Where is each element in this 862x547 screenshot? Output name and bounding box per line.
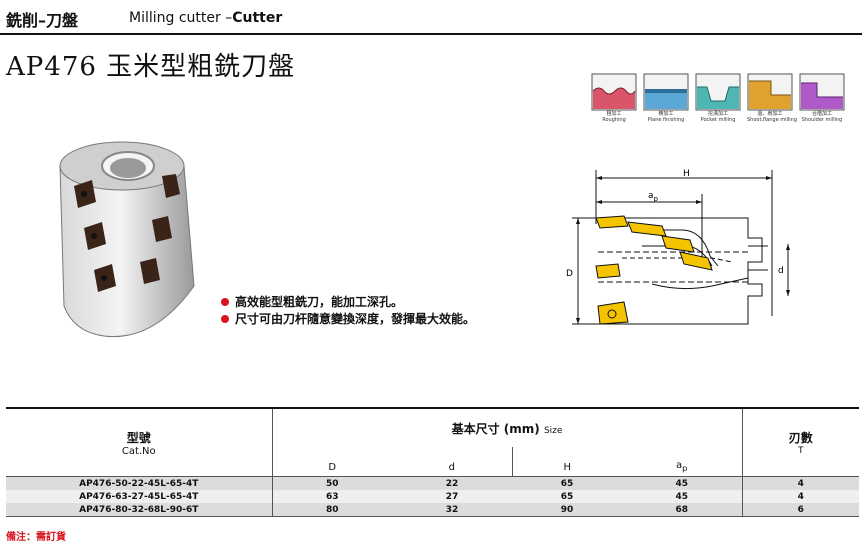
cell-d: 22 — [392, 476, 512, 490]
dim-d-label: d — [778, 266, 784, 276]
cell-cat: AP476-80-32-68L-90-6T — [6, 503, 273, 517]
op-label: 台階加工 — [811, 111, 832, 117]
bullet-icon — [221, 297, 229, 306]
header-rule — [0, 33, 862, 35]
table-row: AP476-80-32-68L-90-6T 80 32 90 68 6 — [6, 503, 859, 517]
cell-H: 90 — [512, 503, 622, 517]
spec-table: 型號 Cat.No 基本尺寸 (mm) Size 刃數 T D d H ap A… — [6, 407, 859, 517]
cell-T: 4 — [742, 476, 859, 490]
table-header-row: 型號 Cat.No 基本尺寸 (mm) Size 刃數 T — [6, 407, 859, 477]
cell-d: 32 — [392, 503, 512, 517]
cat-header: 型號 Cat.No — [6, 407, 273, 477]
op-label: 邊、肩加工 — [757, 111, 783, 117]
order-note: 備注：需訂貨 — [6, 532, 66, 543]
dims-header: 基本尺寸 (mm) Size — [272, 407, 743, 447]
cutter-photo — [44, 136, 200, 342]
teeth-header: 刃數 T — [742, 407, 859, 477]
op-label-en: Shoot,flange milling — [747, 117, 798, 123]
feature-text: 高效能型粗銑刀，能加工深孔。 — [235, 295, 404, 309]
cell-cat: AP476-63-27-45L-65-4T — [6, 490, 273, 503]
op-label: 精加工 — [658, 111, 674, 117]
technical-drawing: H ap D d — [562, 166, 792, 331]
op-label-en: Roughing — [602, 117, 626, 123]
page-header: 銑削–刀盤 Milling cutter –Cutter — [0, 0, 862, 35]
product-title: AP476 玉米型粗銑刀盤 — [6, 52, 296, 82]
cell-T: 4 — [742, 490, 859, 503]
col-H: H — [511, 447, 622, 477]
col-ap: ap — [622, 447, 743, 477]
cell-d: 27 — [392, 490, 512, 503]
pocket-milling-icon: 挖溝加工 Pocket milling — [695, 73, 741, 123]
cell-D: 50 — [272, 476, 392, 490]
operation-icons: 粗加工 Roughing 精加工 Plane finishing 挖溝加工 Po… — [591, 73, 849, 125]
dim-ap-label: ap — [648, 191, 659, 203]
cell-H: 65 — [512, 476, 622, 490]
cell-T: 6 — [742, 503, 859, 517]
cell-cat: AP476-50-22-45L-65-4T — [6, 476, 273, 490]
table-subheader-row: D d H ap — [6, 447, 859, 477]
op-label-en: Pocket milling — [700, 117, 736, 123]
feature-item: 尺寸可由刀杆隨意變換深度，發揮最大效能。 — [221, 310, 475, 327]
cell-ap: 45 — [622, 490, 743, 503]
op-label: 挖溝加工 — [707, 111, 728, 117]
bullet-icon — [221, 314, 229, 323]
cell-ap: 45 — [622, 476, 743, 490]
dim-H-label: H — [683, 169, 690, 179]
section-title-cn: 銑削–刀盤 — [6, 11, 79, 30]
table-row: AP476-50-22-45L-65-4T 50 22 65 45 4 — [6, 476, 859, 490]
feature-list: 高效能型粗銑刀，能加工深孔。 尺寸可由刀杆隨意變換深度，發揮最大效能。 — [221, 293, 475, 327]
cell-H: 65 — [512, 490, 622, 503]
cell-D: 63 — [272, 490, 392, 503]
feature-text: 尺寸可由刀杆隨意變換深度，發揮最大效能。 — [235, 312, 476, 326]
feature-item: 高效能型粗銑刀，能加工深孔。 — [221, 293, 475, 310]
dim-D-label: D — [566, 269, 573, 279]
cell-ap: 68 — [622, 503, 743, 517]
roughing-icon: 粗加工 Roughing — [591, 73, 637, 123]
op-label: 粗加工 — [606, 111, 622, 117]
table-row: AP476-63-27-45L-65-4T 63 27 65 45 4 — [6, 490, 859, 503]
shoulder-milling-icon: 台階加工 Shoulder milling — [799, 73, 845, 123]
cell-D: 80 — [272, 503, 392, 517]
col-D: D — [272, 447, 392, 477]
col-d: d — [392, 447, 512, 477]
shoulder-flange-milling-icon: 邊、肩加工 Shoot,flange milling — [747, 73, 798, 123]
section-title-en: Milling cutter –Cutter — [129, 10, 283, 26]
op-label-en: Plane finishing — [647, 117, 685, 123]
plane-finishing-icon: 精加工 Plane finishing — [643, 73, 689, 123]
op-label-en: Shoulder milling — [801, 117, 843, 123]
